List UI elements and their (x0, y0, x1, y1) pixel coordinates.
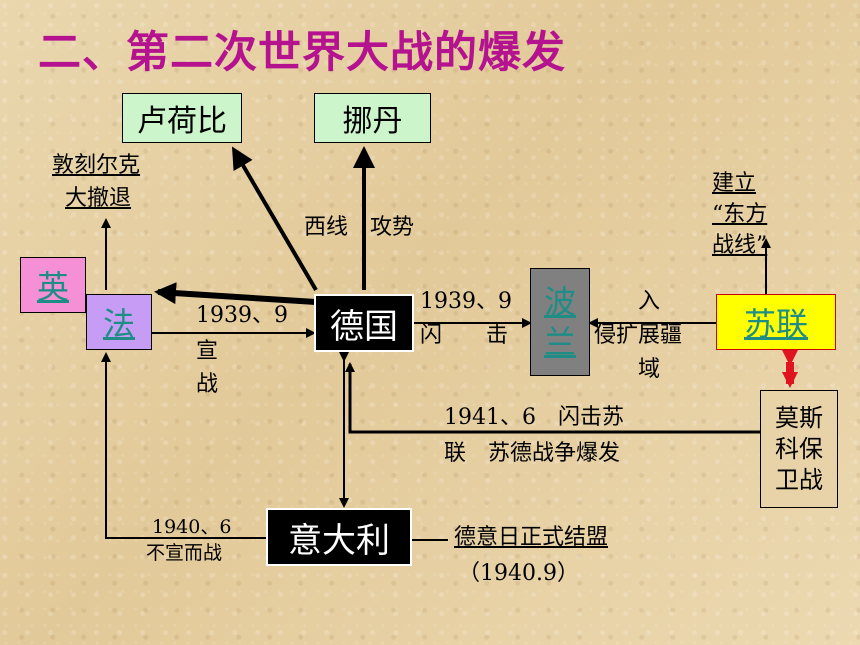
italy-war-label: 不宣而战 (146, 542, 223, 564)
war-declared-date: 1939、9 (196, 303, 288, 328)
arrow-germany-britain-france (154, 282, 317, 305)
war-declared-label-1: 宣 (196, 339, 219, 364)
node-britain: 英 (20, 257, 86, 313)
node-ussr: 苏联 (716, 294, 836, 350)
war-declared-label-2: 战 (196, 372, 219, 397)
blitz-ussr-label-2: 联 苏德战争爆发 (444, 441, 621, 466)
ussr-label[interactable]: 苏联 (743, 305, 808, 343)
page-title: 二、第二次世界大战的爆发 (38, 28, 566, 78)
poland-label-2[interactable]: 兰 (543, 323, 576, 361)
east-front-label-1[interactable]: 建立 (712, 171, 757, 196)
blitz-poland-date: 1939、9 (420, 289, 512, 314)
blitz-ussr-label-1: 1941、6 闪击苏 (444, 405, 624, 430)
britain-label[interactable]: 英 (36, 268, 69, 306)
node-belgium: 卢荷比 (122, 93, 242, 143)
alliance-link[interactable]: 德意日正式结盟 (454, 525, 609, 550)
node-france: 法 (86, 294, 152, 350)
poland-label-1[interactable]: 波 (543, 283, 576, 321)
italy-war-date: 1940、6 (152, 516, 232, 538)
node-denmark: 挪丹 (314, 93, 431, 143)
alliance-date: （1940.9） (458, 561, 579, 586)
node-poland: 波 兰 (530, 268, 590, 376)
invade-label-1: 入 (638, 289, 661, 314)
arrow-germany-belgium (231, 146, 318, 292)
arrow-italy-france (101, 352, 266, 539)
invade-label-3: 域 (638, 357, 661, 382)
dunkirk-label-2[interactable]: 大撤退 (65, 186, 132, 211)
france-label[interactable]: 法 (102, 305, 135, 343)
east-front-label-3[interactable]: 战线” (712, 233, 768, 258)
east-front-label-2[interactable]: “东方 (712, 202, 768, 227)
node-italy: 意大利 (266, 508, 412, 566)
blitz-poland-label: 闪 击 (420, 323, 509, 348)
arrow-blitz-ussr (345, 362, 760, 434)
dunkirk-label-1[interactable]: 敦刻尔克 (52, 153, 141, 178)
west-offensive-label: 西线 攻势 (304, 215, 415, 240)
node-moscow: 莫斯 科保 卫战 (760, 390, 838, 508)
node-germany: 德国 (314, 294, 414, 352)
invade-label-2: 侵扩展疆 (594, 323, 683, 348)
